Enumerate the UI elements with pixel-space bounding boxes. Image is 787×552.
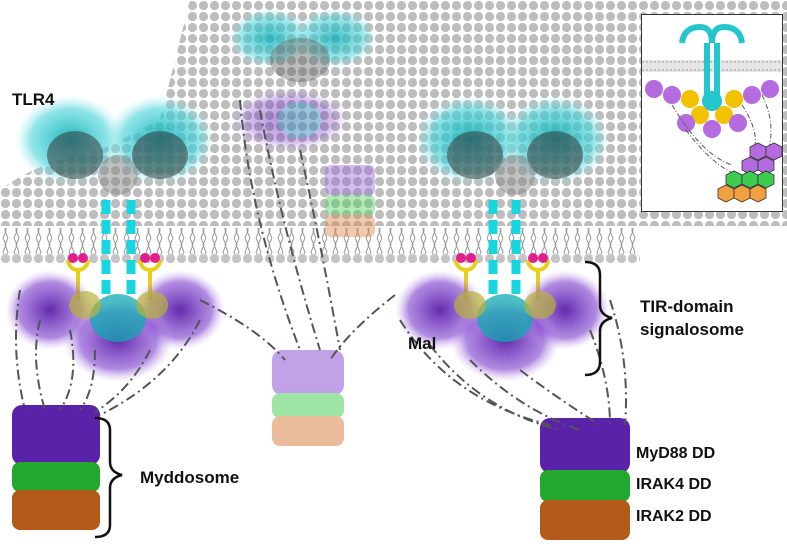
right-tlr4-ectodomain [415,95,610,195]
tir-label-line1: TIR-domain [640,297,734,316]
top-tlr4-ectodomain [228,8,377,82]
myddosome-label: Myddosome [140,468,240,487]
top-tir-complex [230,88,375,237]
schematic-inset [641,14,783,212]
schematic-inset-drawing [642,23,783,203]
myd88-label: MyD88 DD [636,445,716,462]
tether-lines [15,99,627,431]
irak4-label: IRAK4 DD [636,476,712,493]
right-tir-signalosome [395,270,610,382]
middle-death-domain-stack [272,350,344,446]
mal-label: Mal [408,334,437,353]
irak2-label: IRAK2 DD [636,508,712,525]
left-transmembrane-helices [101,200,136,300]
tir-label-line2: signalosome [640,320,744,339]
left-tlr4-ectodomain [15,95,215,195]
left-myddosome [12,405,100,530]
right-myddosome [540,418,630,540]
myddosome-bracket [94,416,123,539]
right-transmembrane-helices [488,200,521,300]
left-tir-signalosome [5,270,225,382]
tlr4-label: TLR4 [12,90,55,109]
membrane-inner-leaflet [0,254,640,264]
tir-bracket [584,260,613,377]
